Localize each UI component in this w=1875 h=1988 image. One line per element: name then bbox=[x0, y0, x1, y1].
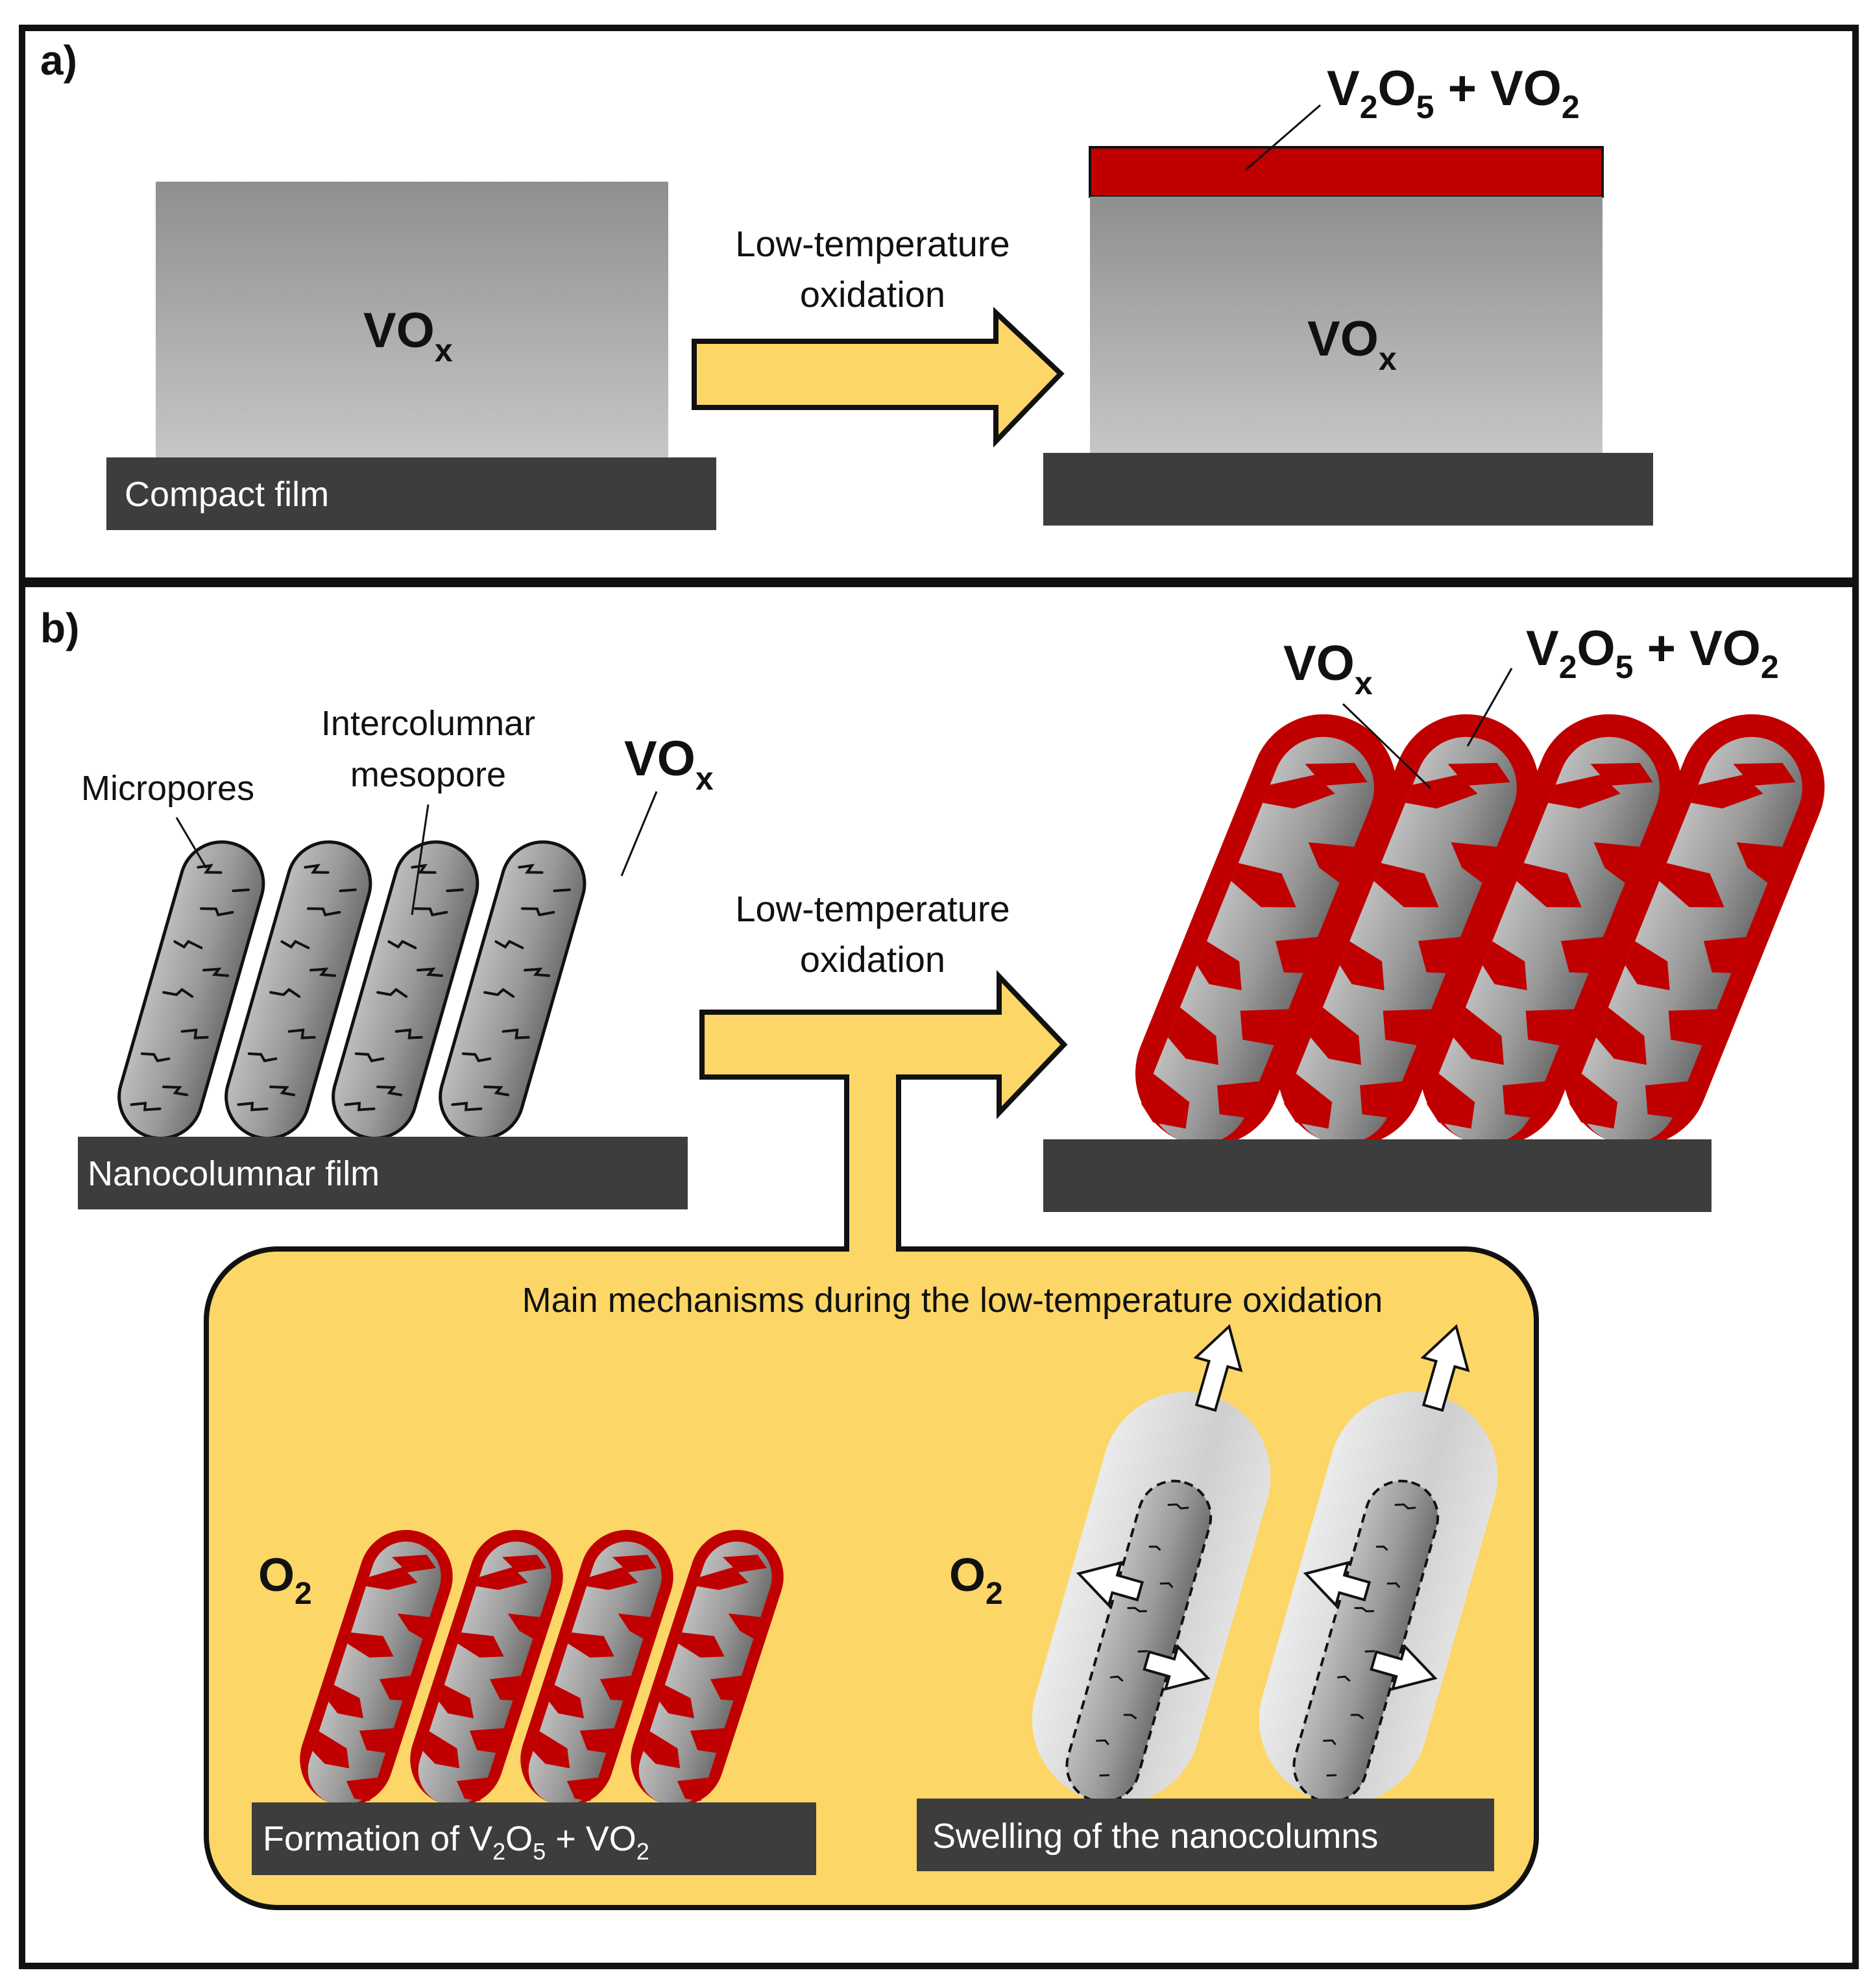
intercolumnar-label-line1: Intercolumnar bbox=[321, 704, 535, 743]
oxide-leader-line-b bbox=[1466, 668, 1513, 747]
oxide-leader-line-a bbox=[1245, 104, 1321, 171]
oxidation-arrow-b: Low-temperature oxidation bbox=[699, 888, 1068, 1252]
compact-film-block: Compact film VOx bbox=[106, 182, 716, 530]
formation-label: Formation of V2O5 + VO2 bbox=[263, 1819, 649, 1865]
compact-film-label: Compact film bbox=[125, 475, 329, 514]
panel-a: a) Compact film VOx Low-temperature oxid… bbox=[19, 25, 1859, 584]
arrow-label-b-line2: oxidation bbox=[800, 939, 945, 980]
vox-block-left bbox=[156, 182, 668, 457]
micropores-label: Micropores bbox=[81, 769, 254, 808]
oxide-label-b: V2O5 + VO2 bbox=[1526, 621, 1779, 685]
oxidation-arrow-a: Low-temperature oxidation bbox=[692, 223, 1065, 448]
mesopore-leader-line bbox=[411, 804, 429, 915]
substrate-nanocolumnar bbox=[78, 1137, 688, 1209]
substrate-swelling bbox=[917, 1799, 1494, 1871]
substrate-oxidised bbox=[1043, 1139, 1712, 1212]
o2-label-formation: O2 bbox=[258, 1549, 312, 1611]
vox-block-right bbox=[1090, 197, 1603, 453]
micropores-leader-line bbox=[175, 817, 208, 869]
o2-label-swelling: O2 bbox=[949, 1549, 1003, 1611]
swelling-subdiagram: Swelling of the nanocolumns O2 bbox=[917, 1302, 1539, 1871]
oxide-layer-top bbox=[1089, 146, 1604, 198]
substrate-formation bbox=[252, 1802, 816, 1875]
arrow-label-a-line2: oxidation bbox=[800, 274, 945, 315]
arrow-shape-b bbox=[699, 970, 1068, 1252]
intercolumnar-label-line2: mesopore bbox=[350, 755, 506, 794]
arrow-shape-a bbox=[692, 306, 1065, 448]
arrow-label-b-line1: Low-temperature bbox=[735, 888, 1010, 929]
vox-label-oxidised: VOx bbox=[1283, 636, 1373, 701]
oxide-label-a: V2O5 + VO2 bbox=[1327, 61, 1580, 125]
oxidised-film-block: VOx V2O5 + VO2 bbox=[1043, 61, 1653, 526]
vox-leader-line-pristine bbox=[620, 791, 658, 877]
vox-label-right: VOx bbox=[1307, 311, 1397, 377]
vox-label-pristine: VOx bbox=[624, 731, 714, 797]
mechanisms-box: Main mechanisms during the low-temperatu… bbox=[204, 1244, 1539, 1910]
panel-a-label: a) bbox=[40, 37, 77, 84]
nanocolumnar-film: Nanocolumnar film Micropores Intercolumn… bbox=[78, 704, 714, 1209]
mechanisms-box-joint bbox=[849, 1244, 896, 1255]
substrate-left bbox=[106, 457, 716, 530]
swelling-label: Swelling of the nanocolumns bbox=[932, 1817, 1378, 1856]
nanocolumnar-film-label: Nanocolumnar film bbox=[88, 1154, 380, 1193]
substrate-right bbox=[1043, 453, 1653, 526]
panel-b-label: b) bbox=[40, 605, 79, 651]
formation-subdiagram: Formation of V2O5 + VO2 O2 bbox=[252, 1518, 816, 1875]
arrow-label-a-line1: Low-temperature bbox=[735, 223, 1010, 264]
oxidised-nanocolumns: VOx V2O5 + VO2 bbox=[1043, 621, 1847, 1212]
panel-b: b) Nanocolumnar film Micropores Intercol… bbox=[19, 581, 1859, 1969]
vox-leader-line-oxidised bbox=[1342, 703, 1432, 790]
vox-label-left: VOx bbox=[363, 303, 453, 369]
mechanisms-title: Main mechanisms during the low-temperatu… bbox=[522, 1281, 1383, 1320]
